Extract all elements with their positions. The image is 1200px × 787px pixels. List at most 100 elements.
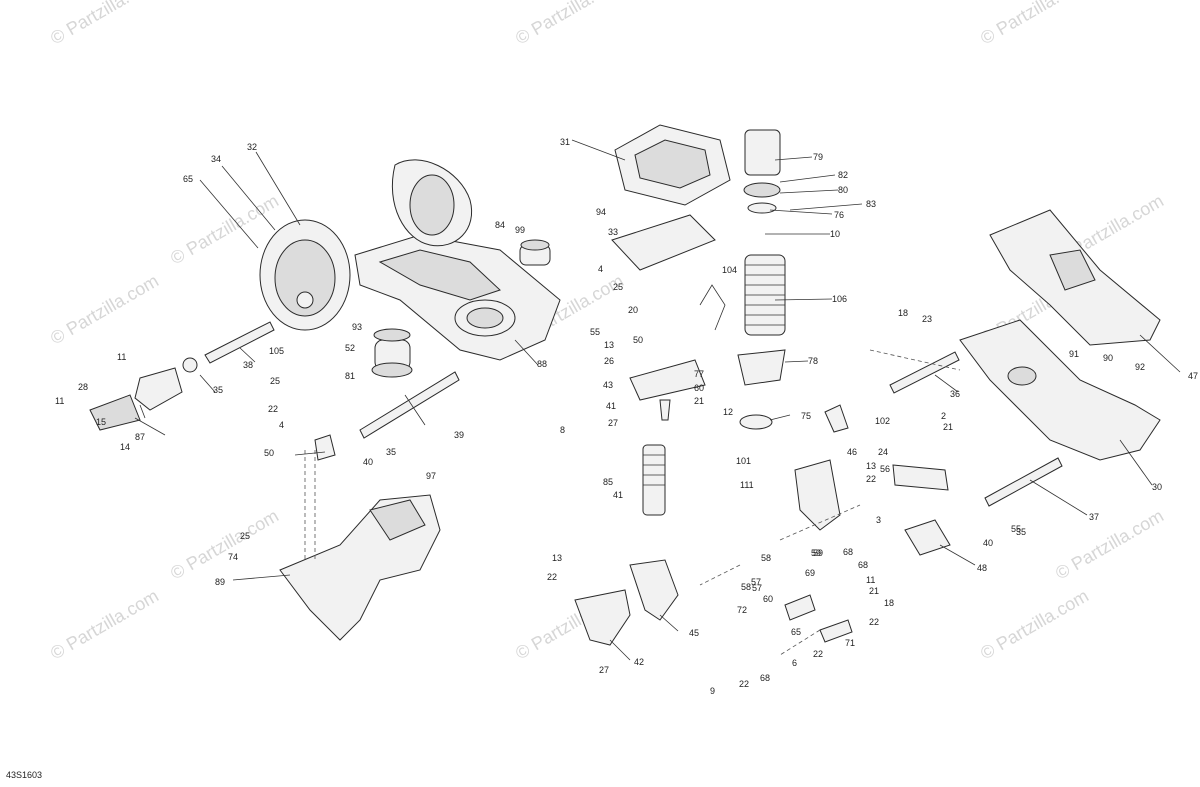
part-callout: 39 [454, 430, 464, 440]
part-callout: 42 [634, 657, 644, 667]
part-callout: 106 [832, 294, 847, 304]
part-callout: 22 [866, 474, 876, 484]
part-callout: 22 [813, 649, 823, 659]
part-callout: 21 [869, 586, 879, 596]
watermark-text: © Partzilla.com [977, 585, 1092, 663]
part-callout: 50 [264, 448, 274, 458]
part-callout: 102 [875, 416, 890, 426]
part-callout: 88 [537, 359, 547, 369]
part-callout: 11 [117, 352, 126, 362]
part-callout: 26 [604, 356, 614, 366]
part-callout: 25 [240, 531, 250, 541]
part-callout: 22 [547, 572, 557, 582]
part-callout: 58 [741, 582, 751, 592]
part-callout: 38 [243, 360, 253, 370]
part-callout: 20 [628, 305, 638, 315]
part-callout: 12 [723, 407, 733, 417]
part-callout: 91 [1069, 349, 1079, 359]
part-callout: 28 [78, 382, 88, 392]
part-callout: 27 [599, 665, 609, 675]
drive-disc-assembly [259, 219, 351, 331]
part-callout: 13 [552, 553, 562, 563]
part-callout: 48 [977, 563, 987, 573]
part-callout: 30 [1152, 482, 1162, 492]
part-callout: 24 [878, 447, 888, 457]
part-callout: 83 [866, 199, 876, 209]
part-callout: 27 [608, 418, 618, 428]
part-callout: 101 [736, 456, 751, 466]
watermark-text: © Partzilla.com [1052, 505, 1167, 583]
watermark-text: © Partzilla.com [47, 0, 162, 48]
part-callout: 76 [834, 210, 844, 220]
part-callout: 59 [813, 548, 823, 558]
part-callout: 94 [596, 207, 606, 217]
center-airbox-assembly [371, 124, 786, 516]
part-callout: 68 [760, 673, 770, 683]
watermark-text: © Partzilla.com [47, 585, 162, 663]
part-callout: 50 [633, 335, 643, 345]
part-callout: 111 [740, 480, 754, 490]
part-callout: 87 [135, 432, 145, 442]
part-callout: 21 [943, 422, 953, 432]
part-callout: 105 [269, 346, 284, 356]
part-callout: 4 [598, 264, 603, 274]
part-callout: 33 [608, 227, 618, 237]
part-callout: 99 [515, 225, 525, 235]
part-callout: 22 [739, 679, 749, 689]
part-callout: 79 [813, 152, 823, 162]
right-frame-assembly [794, 209, 1161, 556]
part-callout: 69 [805, 568, 815, 578]
swing-arm-assembly [354, 159, 561, 361]
part-callout: 78 [808, 356, 818, 366]
part-callout: 35 [386, 447, 396, 457]
leader-lines [134, 139, 1181, 661]
part-callout: 56 [880, 464, 890, 474]
part-callout: 15 [96, 417, 106, 427]
part-callout: 41 [613, 490, 623, 500]
part-callout: 72 [737, 605, 747, 615]
part-callout: 13 [866, 461, 876, 471]
part-callout: 45 [689, 628, 699, 638]
part-callout: 3 [876, 515, 881, 525]
part-callout: 71 [845, 638, 855, 648]
part-callout: 81 [345, 371, 355, 381]
part-callout: 23 [922, 314, 932, 324]
part-callout: 93 [352, 322, 362, 332]
part-callout: 11 [866, 575, 875, 585]
part-callout: 80 [838, 185, 848, 195]
part-callout: 60 [694, 383, 704, 393]
lower-center-brackets [574, 559, 853, 646]
part-callout: 57 [751, 577, 761, 587]
part-callout: 14 [120, 442, 130, 452]
part-callout: 37 [1089, 512, 1099, 522]
part-callout: 85 [603, 477, 613, 487]
part-callout: 10 [830, 229, 840, 239]
left-mount-assembly [89, 357, 198, 431]
part-callout: 11 [55, 396, 64, 406]
part-callout: 8 [560, 425, 565, 435]
lower-bracket-assembly [279, 434, 441, 641]
part-callout: 41 [606, 401, 616, 411]
part-callout: 18 [884, 598, 894, 608]
part-callout: 32 [247, 142, 257, 152]
part-callout: 6 [792, 658, 797, 668]
watermark-text: © Partzilla.com [167, 505, 282, 583]
watermark-text: © Partzilla.com [977, 0, 1092, 48]
shafts [204, 321, 1063, 507]
part-callout: 21 [694, 396, 704, 406]
part-callout: 52 [345, 343, 355, 353]
part-callout: 25 [270, 376, 280, 386]
part-callout: 35 [213, 385, 223, 395]
part-callout: 84 [495, 220, 505, 230]
part-callout: 43 [603, 380, 613, 390]
part-callout: 55 [590, 327, 600, 337]
part-callout: 104 [722, 265, 737, 275]
watermark-text: © Partzilla.com [512, 0, 627, 48]
part-callout: 59 [811, 548, 821, 558]
watermark-text: © Partzilla.com [47, 270, 162, 348]
part-callout: 97 [426, 471, 436, 481]
part-callout: 89 [215, 577, 225, 587]
part-callout: 31 [560, 137, 570, 147]
